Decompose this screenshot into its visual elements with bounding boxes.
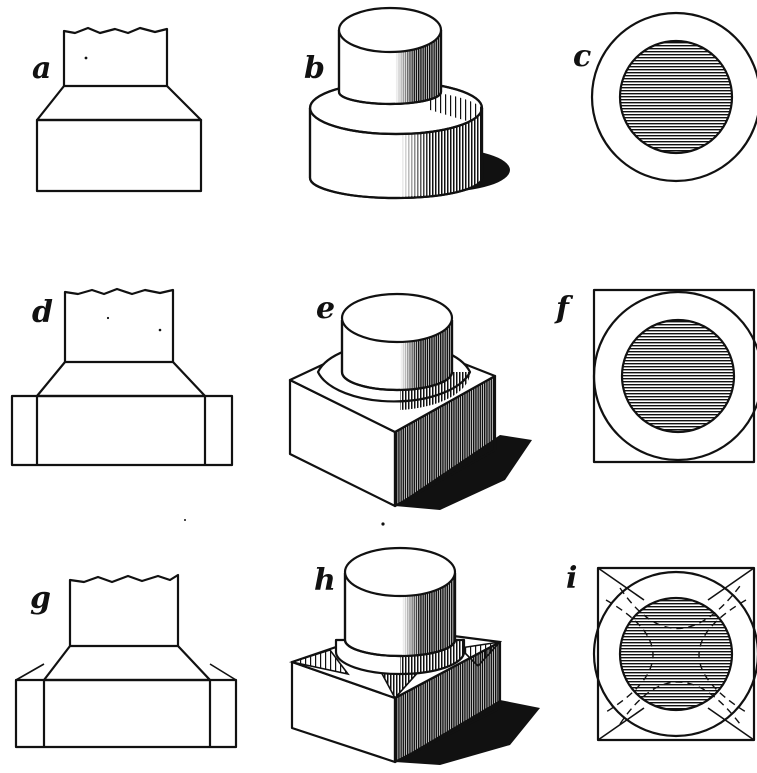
figure-label-i: i <box>566 561 577 596</box>
figure-label-f: f <box>554 291 574 326</box>
figure-f-plan: f <box>554 288 757 464</box>
figure-label-d: d <box>32 295 53 330</box>
figure-label-b: b <box>304 51 325 86</box>
figure-label-c: c <box>573 39 591 74</box>
figure-label-g: g <box>30 581 51 616</box>
figure-h-perspective: h <box>288 546 540 765</box>
figure-d-elevation: d <box>10 287 234 467</box>
figure-b-perspective: b <box>304 6 510 200</box>
figure-label-e: e <box>316 291 335 326</box>
figure-c-plan: c <box>573 11 757 183</box>
figure-i-plan: i <box>566 561 757 742</box>
figure-label-a: a <box>32 51 51 86</box>
figure-label-h: h <box>314 563 336 598</box>
figure-a-elevation: a <box>32 26 203 193</box>
figure-e-perspective: e <box>288 291 532 510</box>
figure-g-elevation: g <box>14 573 238 749</box>
